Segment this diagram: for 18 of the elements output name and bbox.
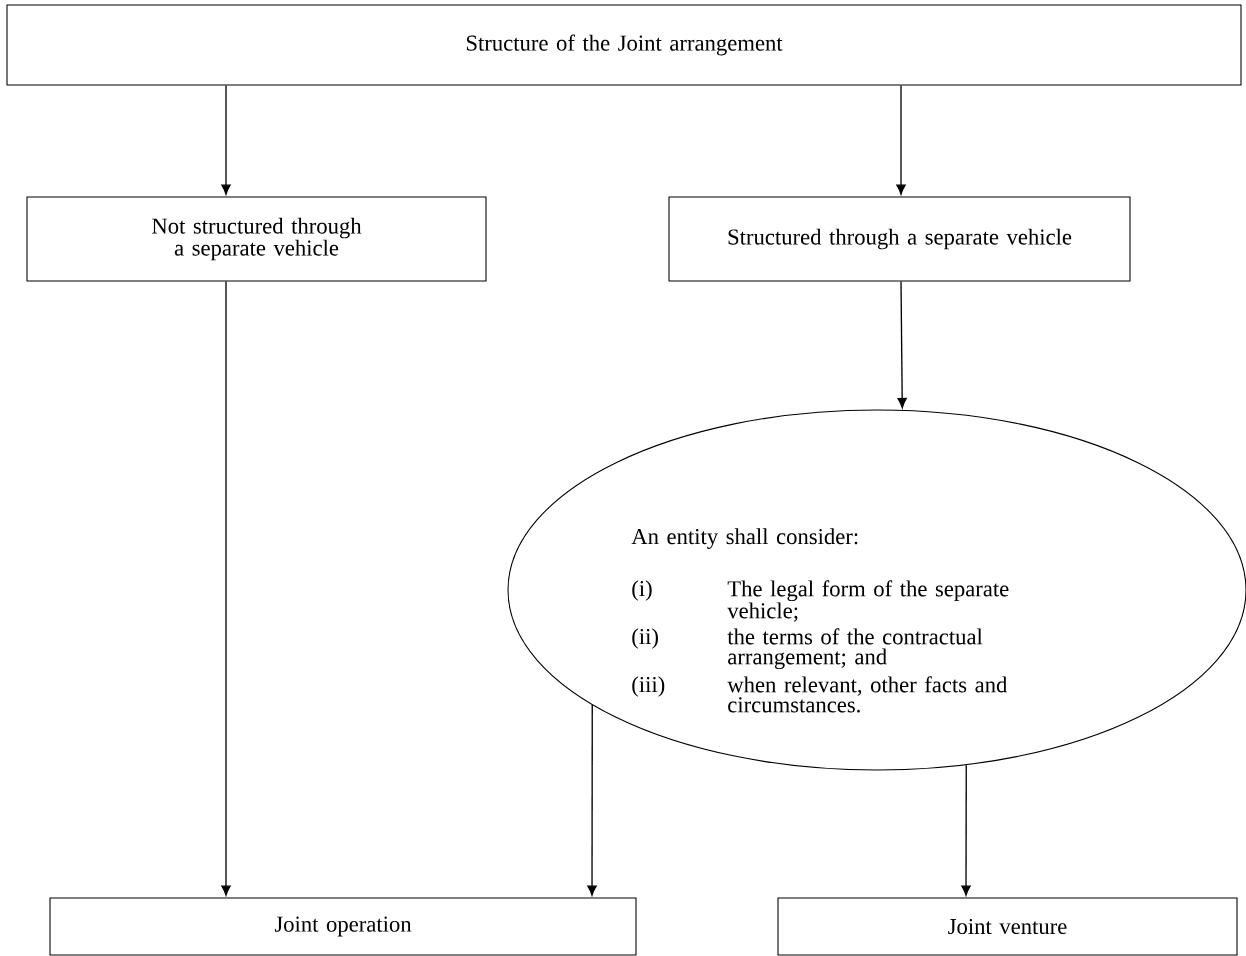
ellipse-text: The legal form of the separate vehicle; bbox=[727, 580, 1009, 622]
arrow bbox=[897, 280, 907, 409]
arrow bbox=[961, 764, 971, 896]
arrow bbox=[221, 84, 231, 195]
process-box: Joint venture bbox=[777, 897, 1238, 956]
process-box: Structure of the Joint arrangement bbox=[6, 4, 1242, 86]
ellipse-text: when relevant, other facts and circumstances. bbox=[727, 676, 1008, 713]
arrow bbox=[587, 704, 597, 896]
ellipse-text: An entity shall consider: bbox=[631, 528, 858, 549]
ellipse-text: the terms of the contractual arrangement; and bbox=[727, 628, 983, 670]
process-box: Joint operation bbox=[49, 897, 637, 956]
process-box: Structured through a separate vehicle bbox=[668, 196, 1131, 282]
arrow bbox=[221, 280, 231, 896]
arrow bbox=[896, 84, 906, 195]
ellipse-text: (iii) bbox=[632, 676, 665, 697]
process-box: Not structured through a separate vehicle bbox=[26, 196, 487, 282]
ellipse-text: (i) bbox=[632, 580, 652, 601]
ellipse-text: (ii) bbox=[632, 628, 658, 649]
